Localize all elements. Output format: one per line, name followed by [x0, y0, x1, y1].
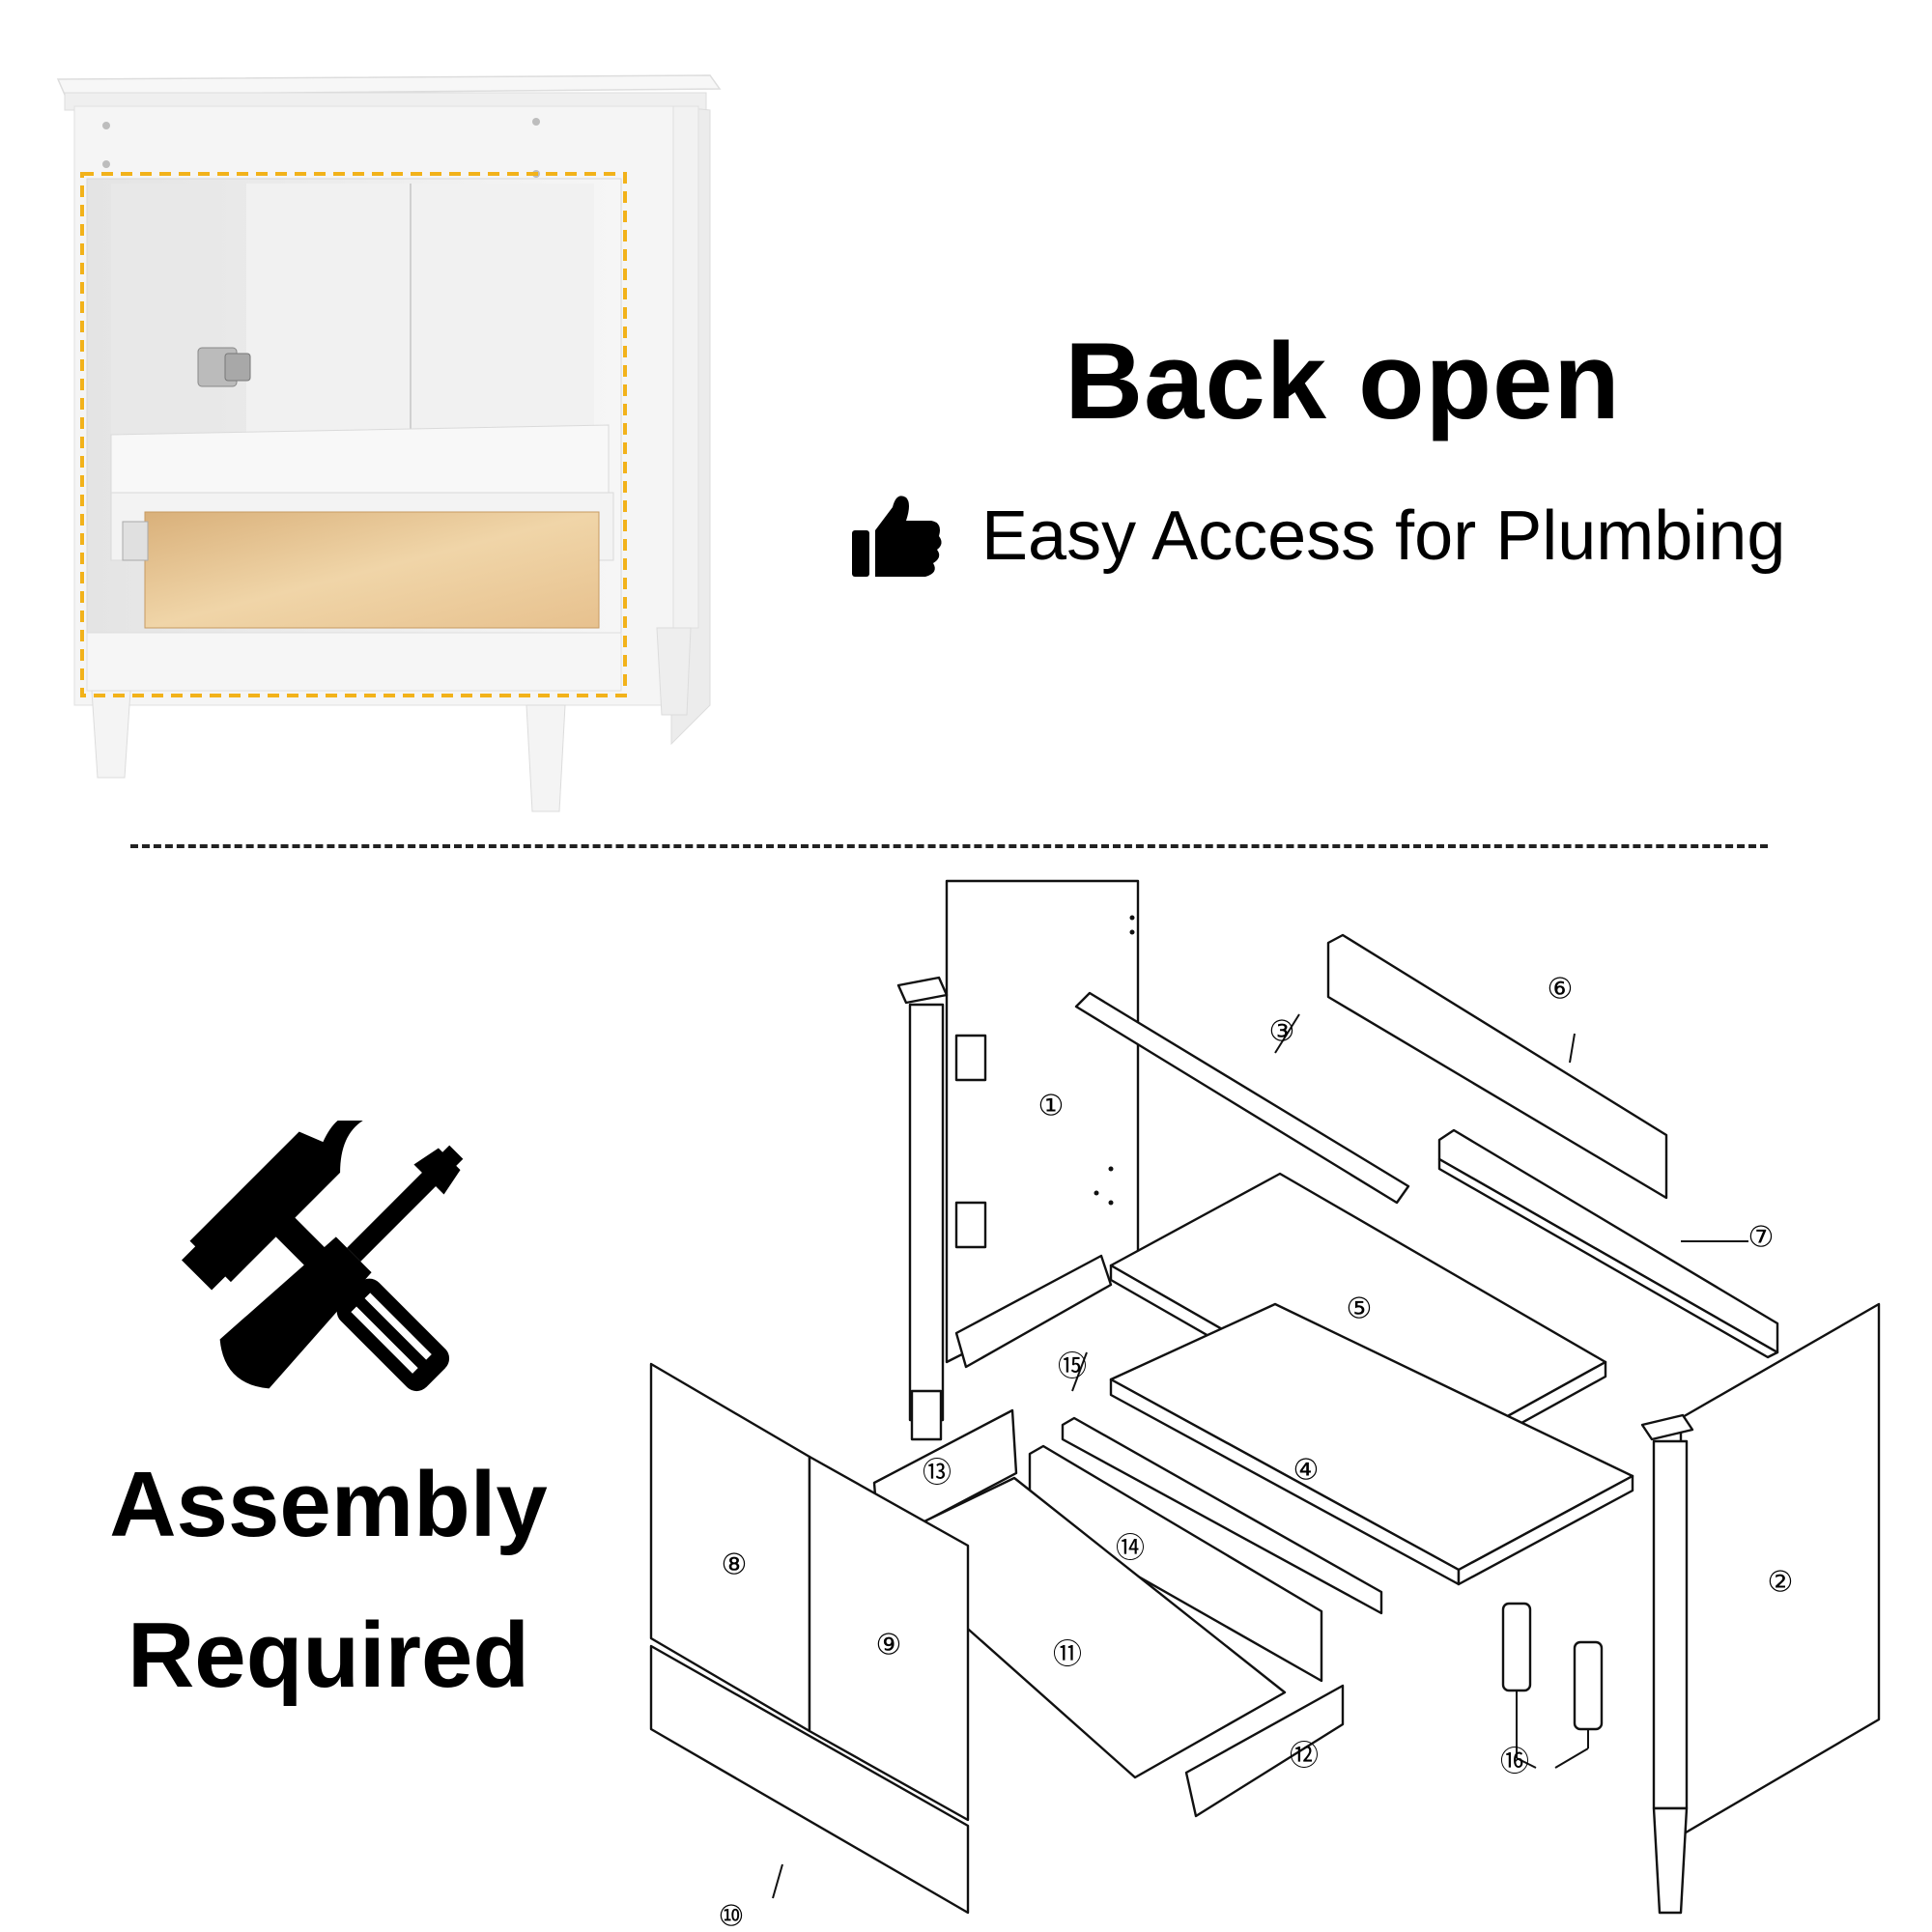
headline-back-open: Back open	[1065, 321, 1621, 441]
part-10-drawer-front	[649, 1644, 970, 1915]
svg-text:⑥: ⑥	[1548, 974, 1574, 1006]
svg-text:①: ①	[1038, 1091, 1065, 1122]
assembly-required-title: Assembly Required	[58, 1430, 599, 1731]
callout-15: ⑮	[1058, 1351, 1087, 1383]
exploded-assembly-diagram: ① ② ③ ④ ⑤ ⑥ ⑦ ⑧ ⑨ ⑩ ⑪ ⑫ ⑬ ⑭ ⑮ ⑯	[649, 879, 1881, 1932]
svg-text:⑤: ⑤	[1347, 1293, 1373, 1325]
svg-text:⑫: ⑫	[1290, 1741, 1319, 1773]
svg-text:⑬: ⑬	[923, 1458, 952, 1490]
callout-11: ⑪	[1053, 1639, 1082, 1671]
callout-12: ⑫	[1290, 1741, 1319, 1773]
callout-5: ⑤	[1347, 1293, 1373, 1325]
part-1-bottom-rail	[954, 1254, 1113, 1369]
callout-2: ②	[1768, 1567, 1794, 1599]
callout-4: ④	[1293, 1455, 1320, 1487]
svg-text:⑭: ⑭	[1116, 1533, 1145, 1565]
callout-3: ③	[1269, 1016, 1295, 1048]
svg-text:⑨: ⑨	[876, 1630, 902, 1662]
hammer-screwdriver-icon	[182, 1121, 464, 1392]
callout-16: ⑯	[1500, 1747, 1529, 1778]
svg-text:⑦: ⑦	[1748, 1222, 1775, 1254]
callout-9: ⑨	[876, 1630, 902, 1662]
callout-6: ⑥	[1548, 974, 1574, 1006]
part-3-top-rail	[1074, 991, 1410, 1205]
part-1-front-post	[896, 976, 987, 1441]
svg-text:⑧: ⑧	[722, 1549, 748, 1581]
svg-text:④: ④	[1293, 1455, 1320, 1487]
feature-row: Easy Access for Plumbing	[850, 488, 1785, 584]
callout-8: ⑧	[722, 1549, 748, 1581]
callout-14: ⑭	[1116, 1533, 1145, 1565]
thumbs-up-icon	[852, 496, 942, 577]
part-16-legs	[1501, 1602, 1604, 1758]
callout-10: ⑩	[719, 1901, 745, 1932]
vanity-back-photo	[56, 74, 722, 812]
callout-13: ⑬	[923, 1458, 952, 1490]
part-6-back-rail	[1326, 933, 1668, 1200]
part-2-right-panel	[1640, 1302, 1881, 1915]
feature-easy-access-text: Easy Access for Plumbing	[981, 497, 1786, 575]
part-15-front-rail	[1061, 1416, 1383, 1615]
svg-text:⑯: ⑯	[1500, 1747, 1529, 1778]
part-11-drawer-bottom	[872, 1476, 1287, 1779]
callout-1: ①	[1038, 1091, 1065, 1122]
section-divider	[130, 844, 1768, 848]
assembly-line-2: Required	[127, 1604, 530, 1707]
assembly-line-1: Assembly	[109, 1453, 548, 1556]
part-7-rear-rail	[1437, 1128, 1779, 1354]
svg-text:⑩: ⑩	[719, 1901, 745, 1932]
callout-7: ⑦	[1748, 1222, 1775, 1254]
leader-lines	[772, 1013, 1748, 1899]
part-12-drawer-side	[1184, 1684, 1345, 1818]
svg-text:②: ②	[1768, 1567, 1794, 1599]
svg-text:③: ③	[1269, 1016, 1295, 1048]
svg-text:⑮: ⑮	[1058, 1351, 1087, 1383]
part-9-right-door	[808, 1455, 970, 1822]
svg-text:⑪: ⑪	[1053, 1639, 1082, 1671]
